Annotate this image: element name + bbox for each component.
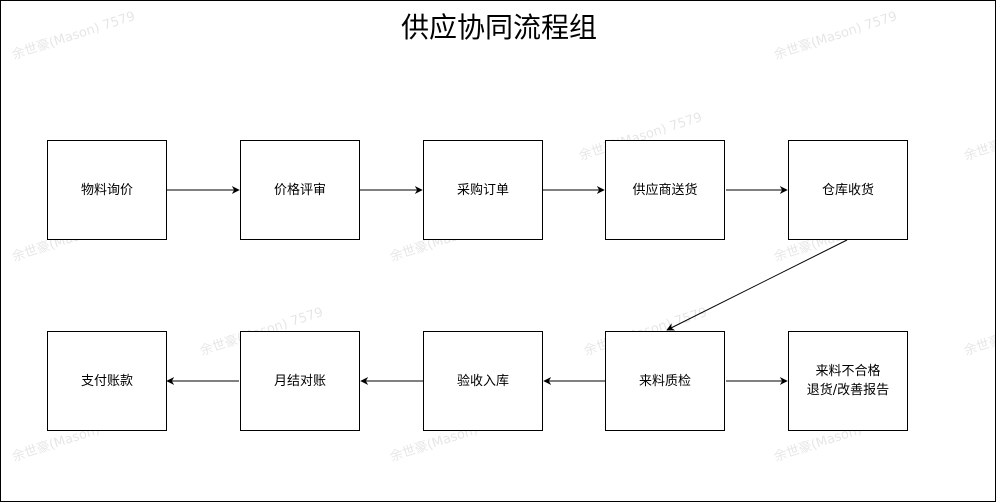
node-purchase-order[interactable]: 采购订单 [423,140,543,240]
node-warehouse-receiving[interactable]: 仓库收货 [788,140,908,240]
node-price-review[interactable]: 价格评审 [240,140,360,240]
node-acceptance-stock-in[interactable]: 验收入库 [423,331,543,431]
node-material-inquiry[interactable]: 物料询价 [47,140,167,240]
node-monthly-reconciliation[interactable]: 月结对账 [240,331,360,431]
node-incoming-inspection[interactable]: 来料质检 [605,331,725,431]
edge-n5-n6 [666,239,848,331]
node-nonconforming-return[interactable]: 来料不合格 退货/改善报告 [788,331,908,431]
node-payment[interactable]: 支付账款 [47,331,167,431]
node-supplier-delivery[interactable]: 供应商送货 [605,140,725,240]
diagram-title: 供应协同流程组 [400,11,597,44]
